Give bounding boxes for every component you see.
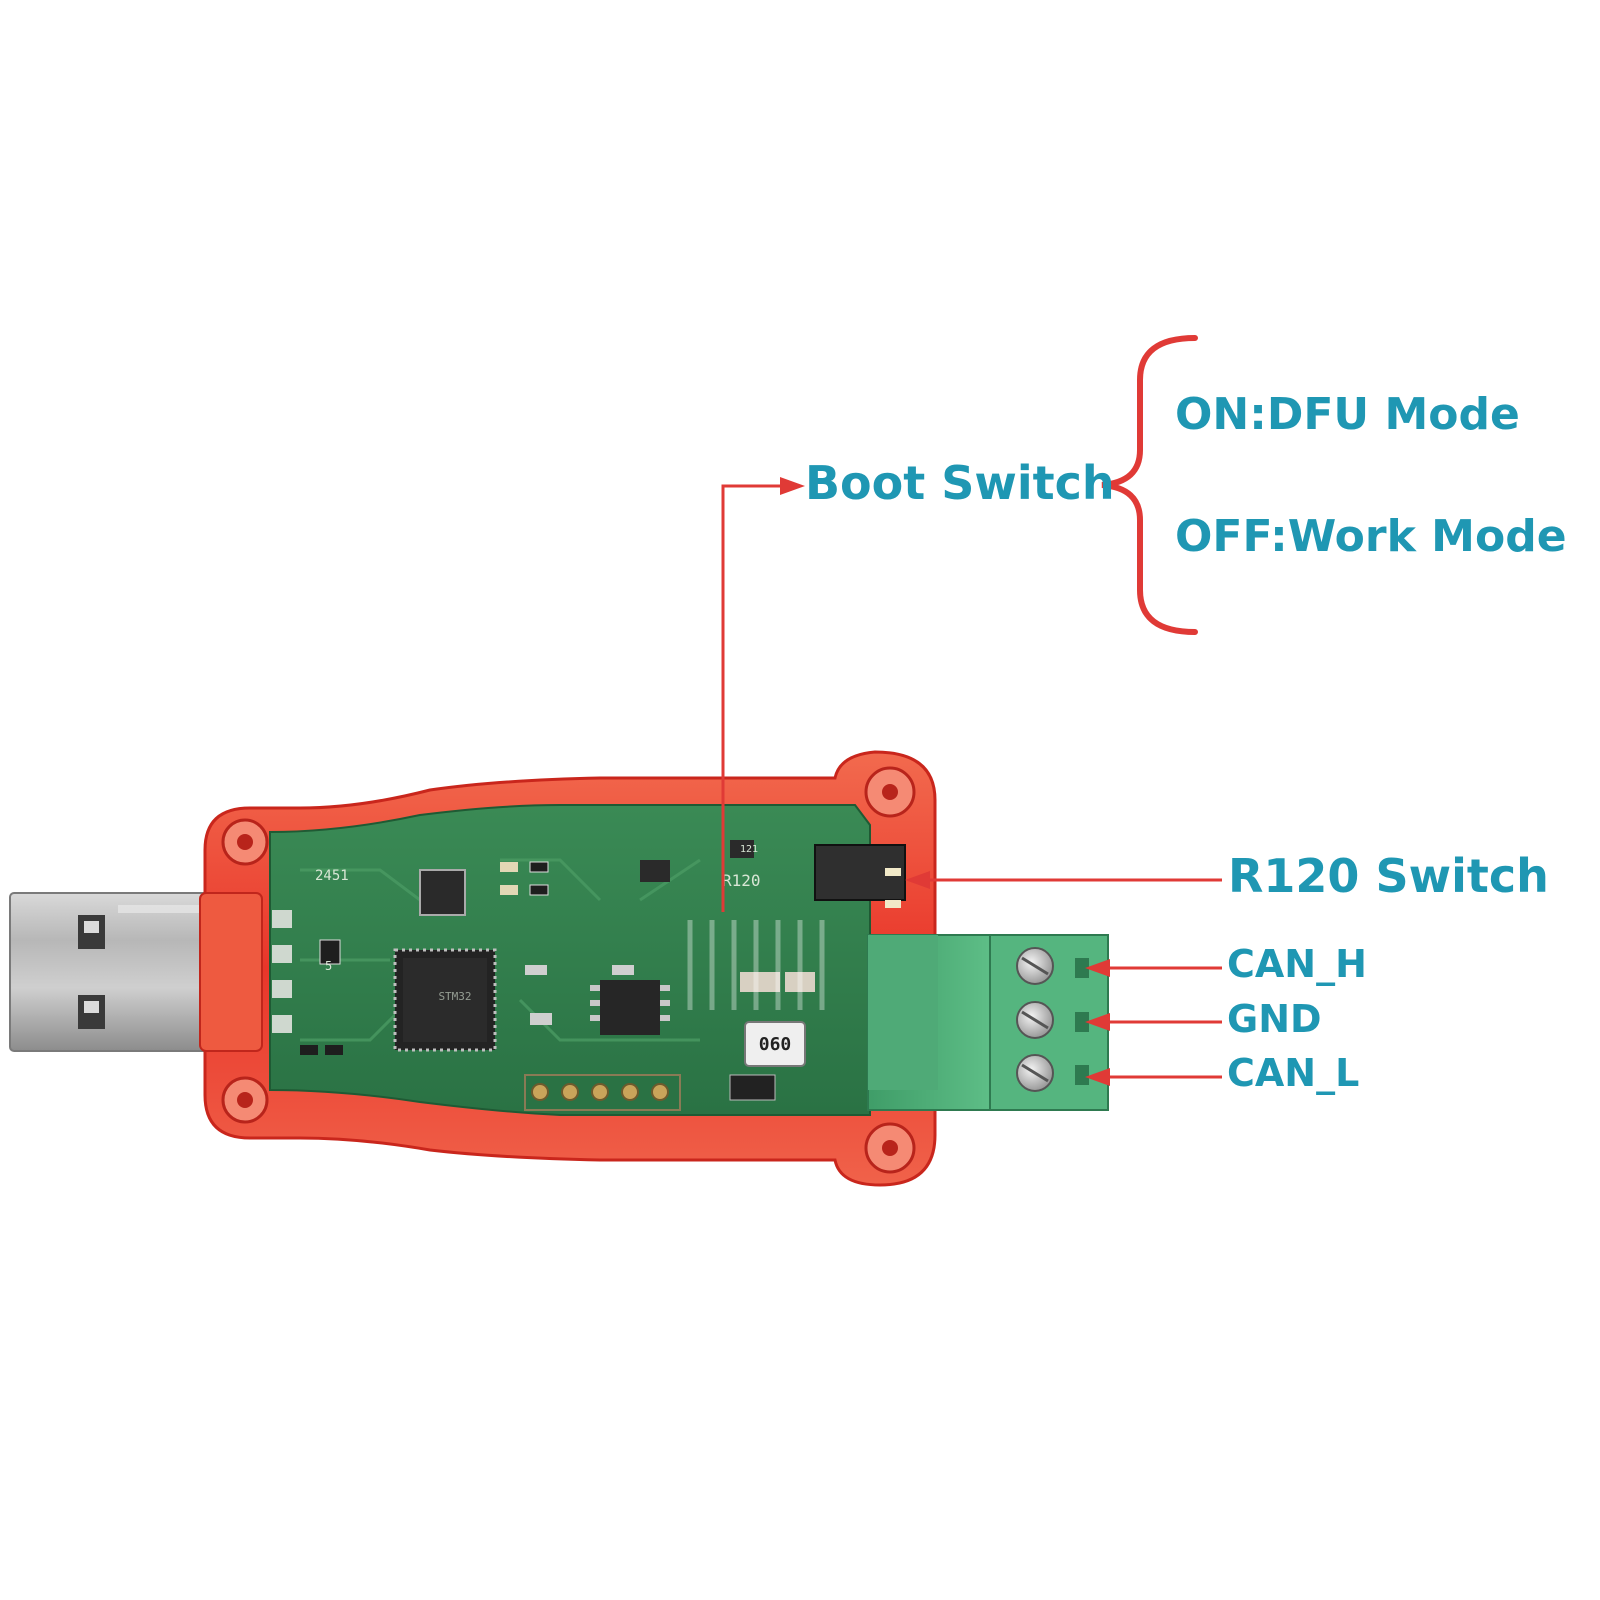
can-h-label: CAN_H	[1227, 942, 1367, 986]
off-work-mode-label: OFF:Work Mode	[1175, 511, 1567, 562]
boot-switch-leader-line	[721, 484, 780, 912]
r120-arrow-icon	[905, 871, 930, 889]
silk-r120: R120	[722, 871, 761, 890]
r120-switch-label: R120 Switch	[1228, 849, 1549, 903]
can-h-arrow-icon	[1085, 959, 1110, 977]
can-l-arrow-icon	[1085, 1068, 1110, 1086]
terminal-block	[867, 934, 1109, 1111]
annotation-lines	[721, 484, 1222, 1079]
usb-plug	[9, 892, 211, 1052]
inductor-marking: 060	[759, 1034, 792, 1055]
annotation-arrowheads	[780, 477, 1110, 1086]
svg-text:STM32: STM32	[438, 990, 471, 1003]
gnd-arrow-icon	[1085, 1013, 1110, 1031]
pcb-board: STM32	[269, 804, 906, 1116]
silk-u21: 121	[740, 844, 758, 855]
can-l-label: CAN_L	[1227, 1051, 1360, 1095]
on-dfu-mode-label: ON:DFU Mode	[1175, 389, 1520, 440]
silk-batch: 2451	[315, 868, 349, 884]
boot-arrow-icon	[780, 477, 805, 495]
gnd-label: GND	[1227, 997, 1322, 1041]
boot-switch-label: Boot Switch	[805, 456, 1115, 510]
silk-pad-5: 5	[325, 959, 332, 973]
mode-brace-icon	[1101, 335, 1198, 635]
